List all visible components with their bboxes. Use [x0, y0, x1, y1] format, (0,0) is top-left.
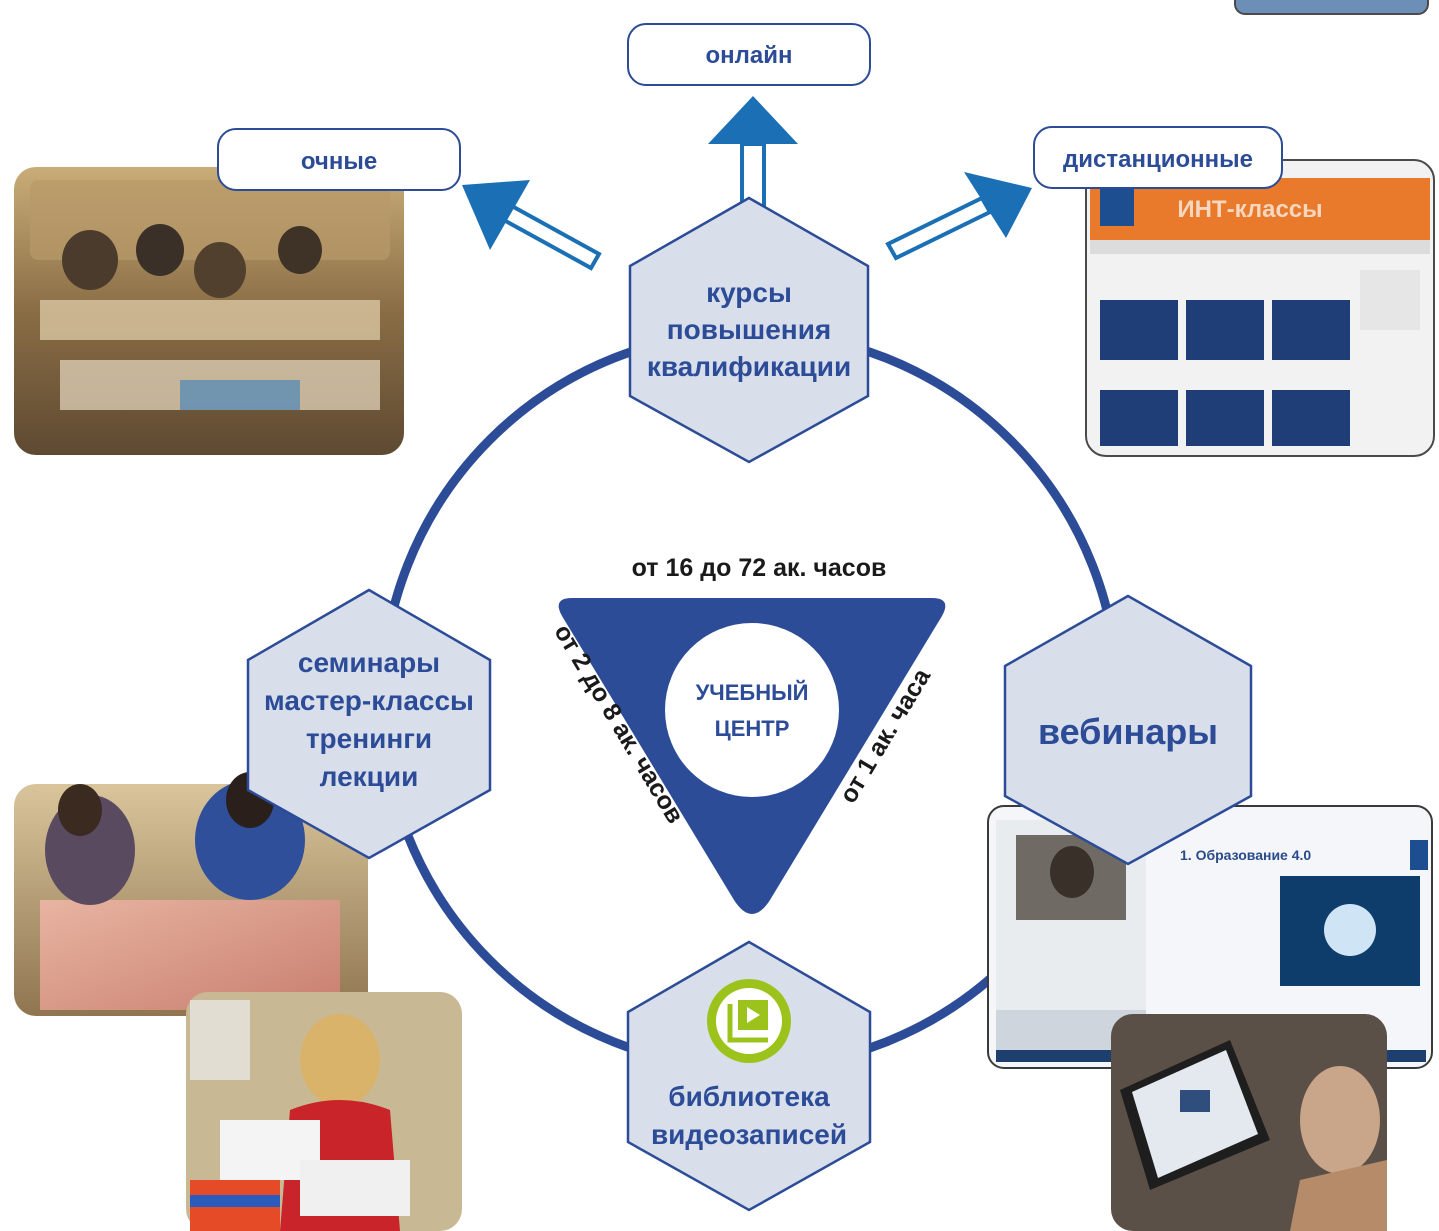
tag-distance-label: дистанционные — [1063, 146, 1253, 173]
hex-webinars: вебинары — [1003, 594, 1253, 866]
photo-teacher — [186, 992, 462, 1231]
arrow-to-fulltime — [462, 180, 602, 271]
tag-distance: дистанционные — [1033, 126, 1283, 189]
center-title-line1: УЧЕБНЫЙ — [696, 680, 809, 705]
hex-library-line1: библиотека — [668, 1081, 830, 1112]
platform-title: ИНТ-классы — [1177, 196, 1322, 223]
hex-webinars-label: вебинары — [1038, 711, 1218, 752]
center-circle — [665, 623, 839, 797]
webinar-slide-title: 1. Образование 4.0 — [1180, 847, 1311, 863]
photo-distance-platform: ИНТ-классы — [1085, 159, 1435, 457]
tag-fulltime-label: очные — [301, 148, 377, 175]
hex-seminars-line3: тренинги — [306, 723, 432, 754]
hex-seminars-line1: семинары — [298, 647, 440, 678]
photo-laptop-user — [1111, 1014, 1387, 1231]
duration-top: от 16 до 72 ак. часов — [632, 554, 887, 582]
tag-fulltime: очные — [217, 128, 461, 191]
photo-workshop — [14, 772, 368, 1016]
tag-online: онлайн — [627, 23, 871, 86]
hex-seminars-line4: лекции — [320, 761, 419, 792]
hex-seminars-line2: мастер-классы — [264, 685, 474, 716]
hex-library: библиотека видеозаписей — [626, 940, 872, 1212]
center-title-line2: ЦЕНТР — [715, 716, 790, 741]
photo-corner-fragment — [1234, 0, 1429, 15]
hex-seminars: семинары мастер-классы тренинги лекции — [246, 588, 492, 860]
hex-courses-line2: повышения — [667, 314, 832, 345]
hex-courses: курсы повышения квалификации — [628, 196, 870, 464]
photo-classroom — [14, 167, 404, 455]
hex-courses-line1: курсы — [706, 277, 792, 308]
tag-online-label: онлайн — [706, 42, 793, 69]
hex-courses-line3: квалификации — [647, 351, 851, 382]
video-library-icon — [707, 979, 791, 1063]
arrow-to-online — [708, 96, 798, 210]
hex-library-line2: видеозаписей — [651, 1119, 847, 1150]
arrow-to-distance — [885, 172, 1032, 261]
center-triangle: УЧЕБНЫЙ ЦЕНТР — [558, 598, 946, 914]
